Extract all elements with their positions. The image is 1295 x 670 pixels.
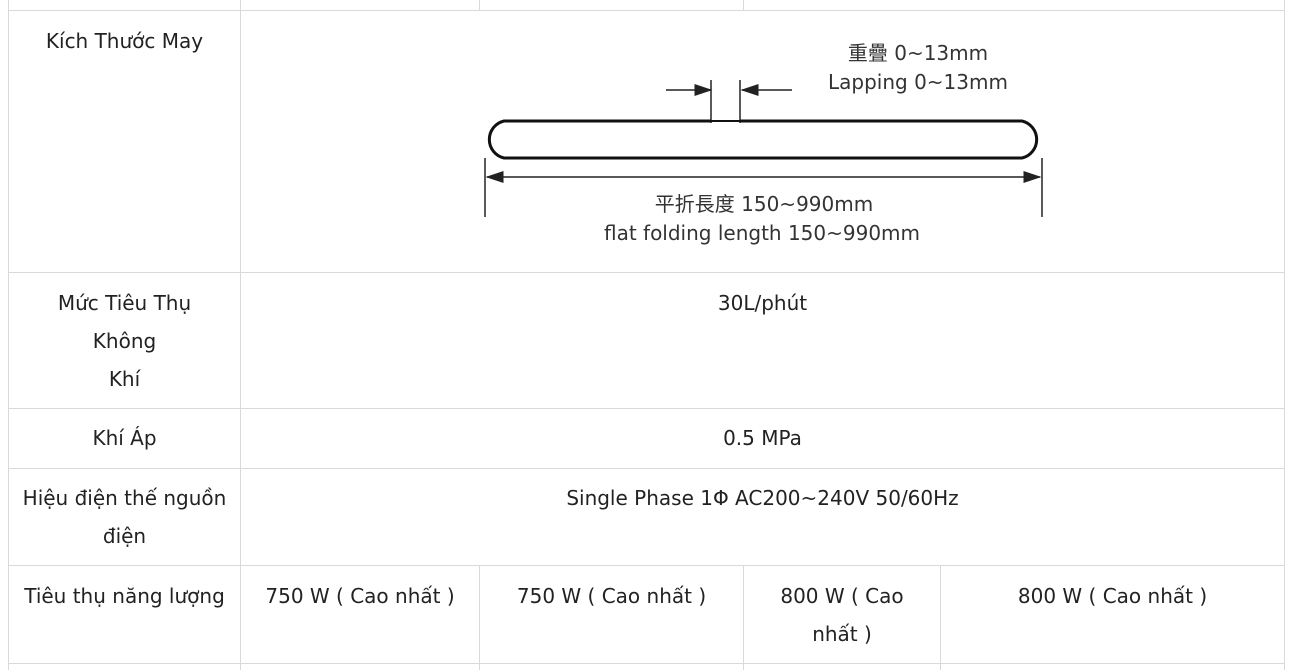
column-divider — [479, 0, 480, 10]
label-line: Mức Tiêu Thụ — [57, 291, 192, 315]
label-sewing-size: Kích Thước May — [45, 29, 204, 53]
flat-length-label-cn: 平折長度 150~990mm — [655, 192, 873, 216]
row-divider — [8, 408, 1285, 409]
row-divider — [8, 663, 1285, 664]
flat-length-label-en: flat folding length 150~990mm — [604, 221, 920, 245]
value-power-consumption-3: 800 W ( Cao nhất ) — [744, 577, 940, 653]
value-power-consumption-2: 750 W ( Cao nhất ) — [516, 584, 707, 608]
label-line: Hiệu điện thế nguồn — [22, 486, 227, 510]
row-divider — [8, 468, 1285, 469]
label-air-pressure: Khí Áp — [92, 426, 157, 450]
row-divider — [8, 272, 1285, 273]
column-divider — [743, 565, 744, 670]
table-border-left — [8, 0, 9, 670]
label-power-consumption: Tiêu thụ năng lượng — [24, 584, 225, 608]
column-divider — [240, 0, 241, 670]
row-divider — [8, 565, 1285, 566]
value-line: nhất ) — [812, 622, 872, 646]
label-line: Không — [92, 329, 157, 353]
column-divider — [940, 565, 941, 670]
column-divider — [743, 0, 744, 10]
sewing-size-diagram: 重疊 0~13mm Lapping 0~13mm 平折長度 150~990mm … — [484, 41, 1043, 245]
label-line: điện — [102, 524, 147, 548]
row-divider — [8, 10, 1285, 11]
lapping-label-en: Lapping 0~13mm — [828, 70, 1008, 94]
value-line: 800 W ( Cao — [780, 584, 904, 608]
value-power-consumption-4: 800 W ( Cao nhất ) — [1017, 584, 1208, 608]
table-border-right — [1284, 0, 1285, 670]
label-air-consumption: Mức Tiêu Thụ Không Khí — [9, 284, 240, 398]
value-power-consumption-1: 750 W ( Cao nhất ) — [265, 584, 455, 608]
value-air-pressure: 0.5 MPa — [723, 426, 802, 450]
lapping-label-cn: 重疊 0~13mm — [848, 41, 988, 65]
column-divider — [479, 565, 480, 670]
label-power-voltage: Hiệu điện thế nguồn điện — [9, 479, 240, 555]
label-line: Khí — [108, 367, 141, 391]
folded-garment-outline — [487, 119, 1039, 160]
value-air-consumption: 30L/phút — [717, 291, 808, 315]
value-power-voltage: Single Phase 1Φ AC200~240V 50/60Hz — [566, 486, 959, 510]
